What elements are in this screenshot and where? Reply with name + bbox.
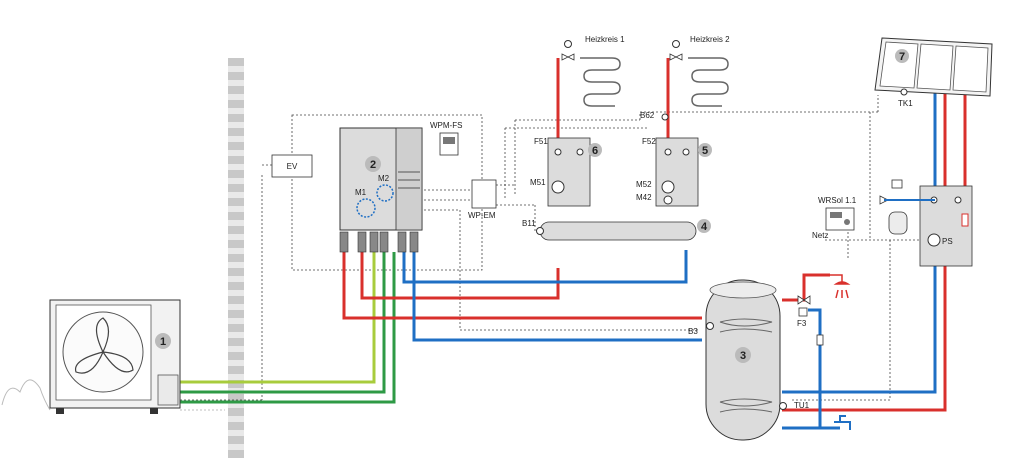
component-number-2: 2 [370,159,376,171]
netz-label: Netz [812,231,828,240]
valve-icon [561,53,575,61]
ev-box: EV [271,154,313,178]
valve-icon [669,53,683,61]
b62-label: B62 [640,111,655,120]
ps-label: PS [942,237,953,246]
expansion-vessel-icon [879,179,935,235]
f3-label: F3 [797,319,807,328]
component-number-4: 4 [701,221,708,233]
heating-circuit-module-5: 5 M52 M42 F52 B62 [636,111,712,207]
wp-em-label: WP-EM [468,211,496,220]
b11-label: B11 [522,219,536,228]
component-number-5: 5 [702,145,708,157]
outdoor-fan-icon [74,317,134,374]
ev-label: EV [287,162,298,171]
m42-label: M42 [636,193,652,202]
heating-circuit-module-6: 6 M51 F51 [530,137,602,207]
pump-icon [661,180,675,194]
bush-outline [1,379,51,411]
wp-em-box: WP-EM [468,179,497,220]
heizkreis-2-label: Heizkreis 2 [690,35,730,44]
mixing-valve-f3: F3 [797,295,811,328]
component-number-3: 3 [740,350,746,362]
thermometer-icon [564,40,572,48]
control-wiring [180,95,920,411]
thermometer-icon [672,40,680,48]
pump-icon [551,180,565,194]
component-number-6: 6 [592,145,598,157]
wrsol-label: WRSol 1.1 [818,196,857,205]
solar-collector-icon: 7 TK1 [874,37,993,108]
m51-label: M51 [530,178,546,187]
b3-label: B3 [688,327,698,336]
pump-icon [927,233,941,247]
solar-pump-station: PS [919,185,973,267]
m52-label: M52 [636,180,652,189]
component-number-7: 7 [899,51,905,63]
f51-label: F51 [534,137,548,146]
m1-label: M1 [355,188,367,197]
manifold-4: 4 B11 [522,219,711,241]
m2-label: M2 [378,174,390,183]
tap-icon [834,415,851,430]
heating-circuit-2: Heizkreis 2 [669,35,730,107]
tu1-label: TU1 [794,401,810,410]
wpm-fs-controller: WPM-FS [430,121,462,156]
component-number-1: 1 [160,336,166,348]
wpm-fs-label: WPM-FS [430,121,462,130]
building-wall [228,58,244,458]
tk1-label: TK1 [898,99,913,108]
heating-circuit-1: Heizkreis 1 [561,35,625,107]
shower-icon [830,274,851,299]
heizkreis-1-label: Heizkreis 1 [585,35,625,44]
indoor-hydraulic-module: 2 M1 M2 [339,127,423,253]
outdoor-heat-pump-unit: 1 [49,299,181,414]
solar-controller: WRSol 1.1 Netz [812,196,857,240]
f52-label: F52 [642,137,656,146]
pump-icon [356,198,376,218]
hot-water-storage-tank: 3 B3 TU1 [688,279,810,441]
